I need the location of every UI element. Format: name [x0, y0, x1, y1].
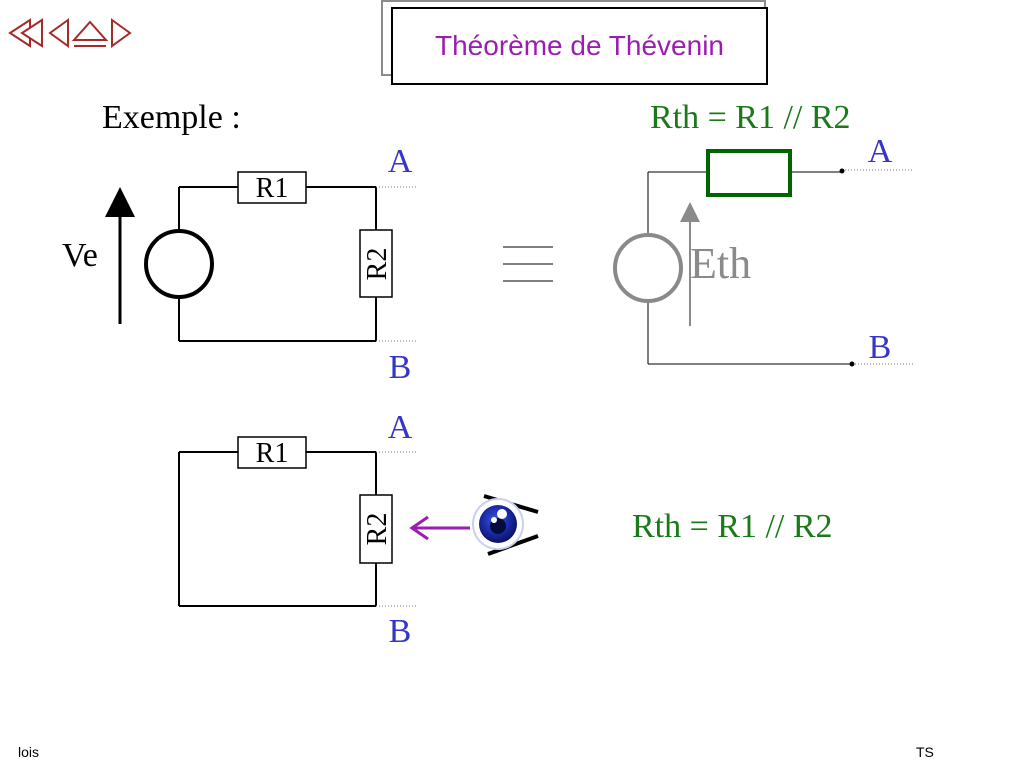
node-a-label-2: A	[388, 409, 413, 446]
r2-resistor-2	[359, 494, 393, 564]
eye-icon	[472, 494, 539, 556]
equivalence-symbol	[503, 246, 553, 282]
example-label: Exemple :	[102, 99, 241, 136]
circuit-2: R1 R2 A B Rth = R1 // R2	[178, 409, 833, 650]
slide-navigation	[8, 18, 132, 48]
r2-resistor	[359, 229, 393, 298]
title-frame: Théorème de Thévenin	[391, 7, 768, 85]
circuit-2-wires	[178, 451, 377, 607]
eq-node-b-label: B	[869, 329, 892, 366]
eth-source-symbol	[613, 233, 683, 303]
home-icon[interactable]	[71, 20, 109, 47]
equivalent-terminal-leads	[842, 169, 914, 365]
r1-resistor	[237, 171, 307, 204]
rth-formula-bottom: Rth = R1 // R2	[632, 508, 833, 545]
rth-formula-top: Rth = R1 // R2	[650, 99, 851, 136]
previous-slide-icon[interactable]	[48, 18, 69, 48]
circuit-diagrams: Exemple : Ve R1 R2 A B Rth =	[62, 99, 914, 650]
r1-label: R1	[256, 173, 289, 204]
node-a-label: A	[388, 143, 413, 180]
slide-title: Théorème de Thévenin	[435, 30, 724, 61]
circuit-1-terminal-leads	[376, 186, 418, 342]
node-b-label-2: B	[389, 613, 412, 650]
thevenin-equivalent: Rth = R1 // R2 Eth A B	[613, 99, 914, 367]
look-arrow	[409, 515, 470, 541]
rth-resistor	[706, 149, 792, 197]
voltage-source-symbol	[144, 229, 214, 299]
equivalent-wires	[647, 171, 852, 365]
r2-label-2: R2	[362, 513, 393, 546]
r1-resistor-2	[237, 436, 307, 469]
circuit-1: Ve R1 R2 A B	[62, 143, 418, 386]
eth-label: Eth	[690, 239, 751, 288]
r1-label-2: R1	[256, 438, 289, 469]
terminal-a-dot	[839, 168, 845, 174]
ve-label: Ve	[62, 237, 98, 274]
first-slide-icon[interactable]	[8, 18, 43, 48]
eq-node-a-label: A	[868, 133, 893, 170]
circuit-2-terminal-leads	[376, 451, 418, 607]
terminal-b-dot	[849, 361, 855, 367]
r2-label: R2	[362, 248, 393, 281]
next-slide-icon[interactable]	[111, 18, 132, 48]
circuit-1-wires	[178, 186, 377, 342]
footer-right: TS	[916, 744, 934, 760]
node-b-label: B	[389, 349, 412, 386]
footer-left: lois	[18, 744, 40, 760]
